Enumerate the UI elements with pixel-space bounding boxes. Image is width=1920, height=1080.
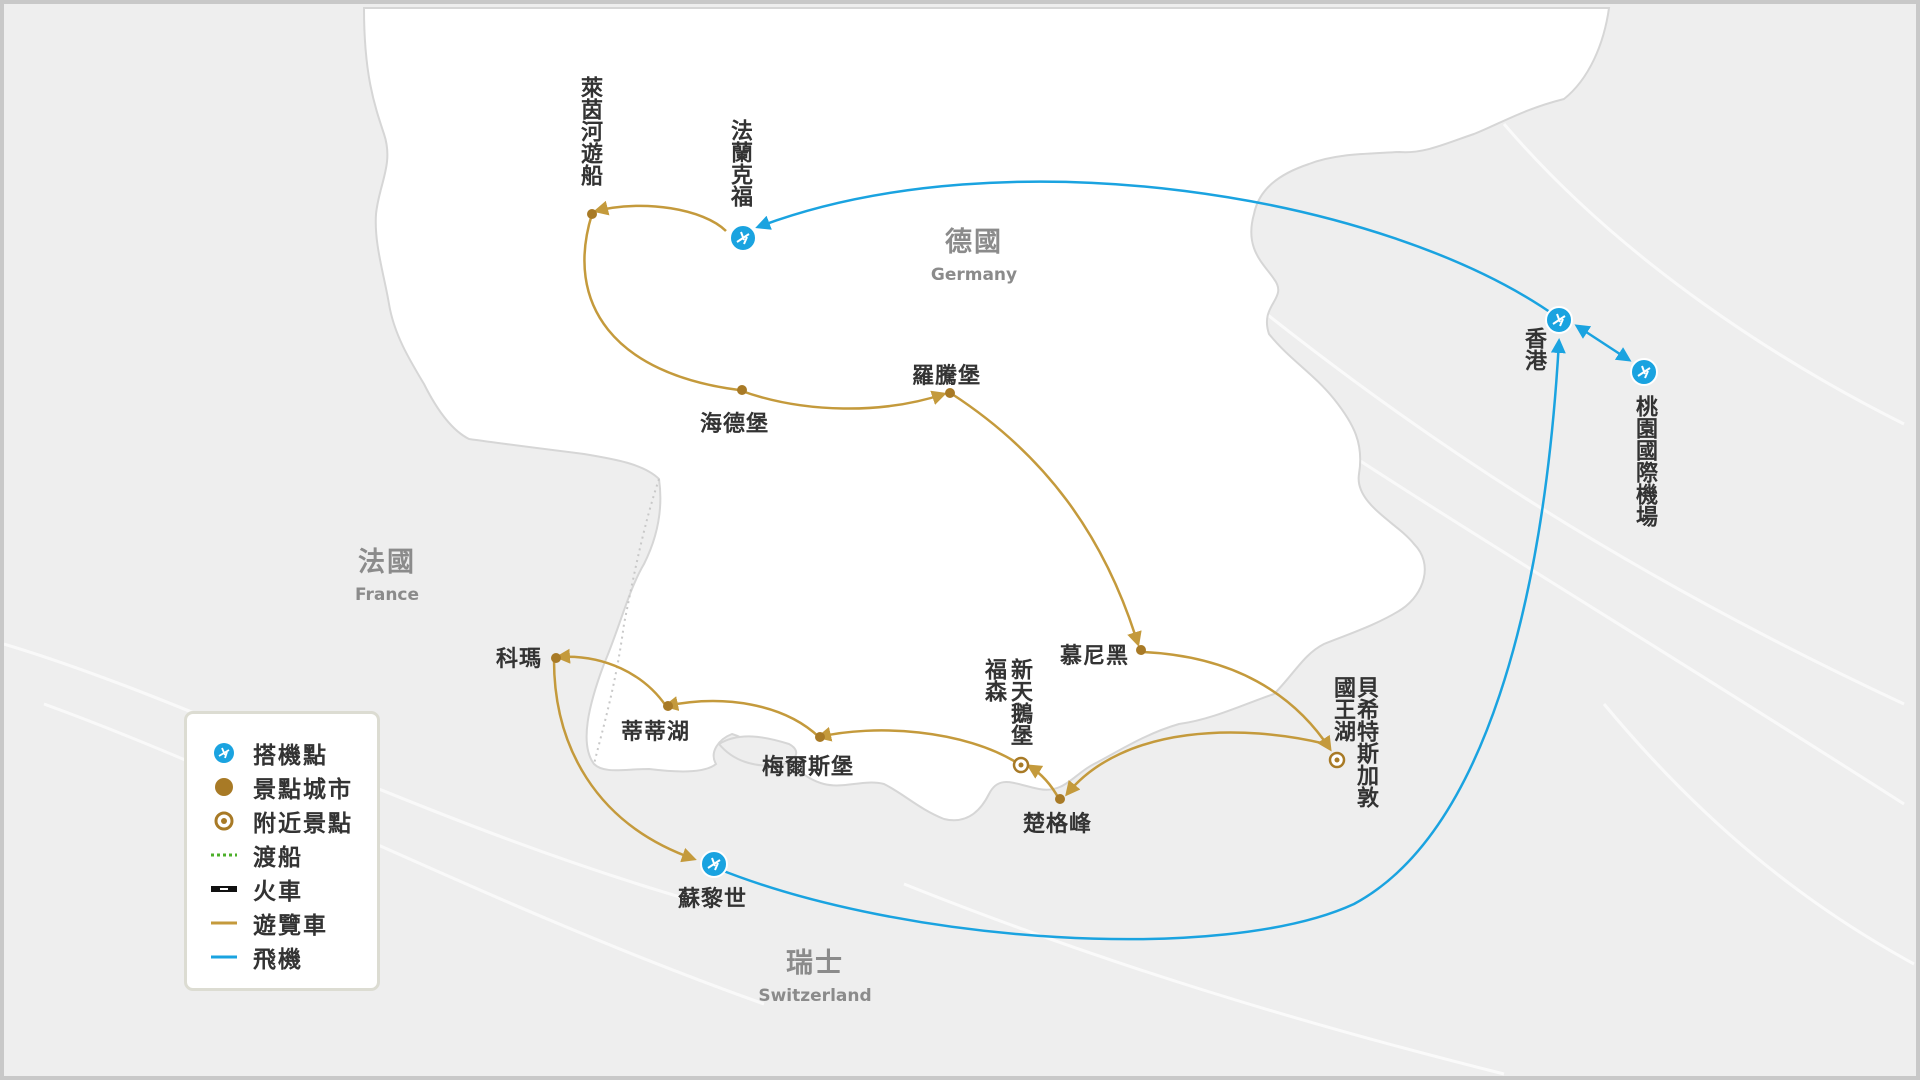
city-label-rothenburg: 羅騰堡 bbox=[912, 364, 982, 389]
airport-icon-hongkong bbox=[1545, 306, 1573, 334]
route-frankfurt-rhine bbox=[593, 200, 727, 232]
germany-landmass bbox=[362, 7, 1611, 822]
city-dot-titisee bbox=[663, 701, 673, 711]
nearby-attractions bbox=[1012, 751, 1346, 774]
bus-route bbox=[552, 200, 1332, 863]
city-label-zurich: 蘇黎世 bbox=[678, 887, 748, 912]
route-munich-konigssee bbox=[1141, 650, 1332, 752]
country-germany-cn: 德國 bbox=[945, 227, 1003, 258]
lake-constance bbox=[717, 735, 798, 768]
route-meersburg-titisee bbox=[663, 696, 820, 738]
flight-hongkong-taoyuan bbox=[1574, 324, 1632, 362]
city-label-konigssee-lake: 國王湖 bbox=[1330, 676, 1355, 742]
country-germany-en: Germany bbox=[930, 265, 1018, 285]
city-label-zugspitze: 楚格峰 bbox=[1023, 812, 1093, 837]
bus-line-icon bbox=[209, 911, 239, 935]
city-dot-colmar bbox=[551, 653, 561, 663]
city-dot-zugspitze bbox=[1055, 794, 1065, 804]
city-label-konigssee: 貝希特斯加敦 bbox=[1353, 676, 1378, 808]
legend-label-bus: 遊覽車 bbox=[253, 913, 328, 939]
marble-texture bbox=[4, 123, 1915, 1076]
route-rhine-heidelberg bbox=[583, 213, 740, 392]
country-switzerland-en: Switzerland bbox=[758, 986, 872, 1006]
train-line-icon bbox=[209, 877, 239, 901]
flight-zurich-hongkong bbox=[715, 338, 1566, 941]
airports bbox=[700, 224, 1658, 878]
nearby-attraction-icon bbox=[209, 809, 239, 833]
country-switzerland-cn: 瑞士 bbox=[786, 948, 844, 979]
legend-item-airport: 搭機點 bbox=[209, 736, 377, 770]
airport-icon-taoyuan bbox=[1630, 358, 1658, 386]
legend-item-flight: 飛機 bbox=[209, 940, 377, 974]
country-germany: 德國 Germany bbox=[924, 220, 1024, 285]
route-colmar-zurich bbox=[552, 659, 697, 863]
flight-route bbox=[715, 180, 1632, 941]
city-label-neuschwanstein: 新天鵝堡 bbox=[1007, 658, 1032, 746]
city-label-munich: 慕尼黑 bbox=[1060, 644, 1130, 669]
legend-item-bus: 遊覽車 bbox=[209, 906, 377, 940]
flight-line-icon bbox=[209, 945, 239, 969]
route-titisee-colmar bbox=[555, 648, 668, 707]
city-label-taoyuan: 桃園國際機場 bbox=[1632, 395, 1657, 527]
legend-item-train: 火車 bbox=[209, 872, 377, 906]
airport-icon-zurich bbox=[700, 850, 728, 878]
city-dots bbox=[551, 209, 1146, 804]
airport-icon-frankfurt bbox=[729, 224, 757, 252]
city-label-fussen: 福森 bbox=[981, 658, 1006, 702]
city-label-rhine-cruise: 萊茵河遊船 bbox=[577, 76, 602, 186]
legend-label-nearby: 附近景點 bbox=[253, 811, 353, 837]
city-dot-rothenburg bbox=[945, 388, 955, 398]
country-switzerland: 瑞士 Switzerland bbox=[745, 941, 885, 1006]
route-neuschwanstein-meersburg bbox=[816, 726, 1020, 766]
map-canvas bbox=[4, 7, 1915, 1076]
flight-hongkong-frankfurt bbox=[755, 180, 1558, 319]
city-label-meersburg: 梅爾斯堡 bbox=[762, 755, 855, 780]
city-label-heidelberg: 海德堡 bbox=[700, 412, 770, 437]
city-dot-munich bbox=[1136, 645, 1146, 655]
city-dot-heidelberg bbox=[737, 385, 747, 395]
legend-item-nearby: 附近景點 bbox=[209, 804, 377, 838]
route-heidelberg-rothenburg bbox=[738, 388, 947, 410]
airport-icon bbox=[209, 741, 239, 765]
legend-label-flight: 飛機 bbox=[253, 947, 303, 973]
legend-item-city: 景點城市 bbox=[209, 770, 377, 804]
route-konigssee-zugspitze bbox=[1065, 731, 1327, 797]
country-france-cn: 法國 bbox=[358, 547, 416, 578]
city-label-colmar: 科瑪 bbox=[496, 647, 543, 672]
city-label-titisee: 蒂蒂湖 bbox=[621, 720, 691, 745]
country-border bbox=[593, 478, 660, 765]
city-dot-meersburg bbox=[815, 732, 825, 742]
city-label-frankfurt: 法蘭克福 bbox=[727, 119, 752, 207]
country-france-en: France bbox=[354, 585, 420, 605]
country-france: 法國 France bbox=[337, 540, 437, 605]
legend-label-train: 火車 bbox=[253, 879, 303, 905]
legend-label-airport: 搭機點 bbox=[253, 743, 328, 769]
map-legend: 搭機點 景點城市 附近景點 渡船 火車 bbox=[184, 711, 380, 991]
legend-label-ferry: 渡船 bbox=[253, 845, 303, 871]
legend-label-city: 景點城市 bbox=[253, 777, 353, 803]
city-label-hongkong: 香港 bbox=[1521, 327, 1546, 371]
city-dot-rhine bbox=[587, 209, 597, 219]
route-rothenburg-munich bbox=[951, 392, 1142, 647]
ferry-line-icon bbox=[209, 843, 239, 867]
city-dot-icon bbox=[209, 775, 239, 799]
legend-item-ferry: 渡船 bbox=[209, 838, 377, 872]
